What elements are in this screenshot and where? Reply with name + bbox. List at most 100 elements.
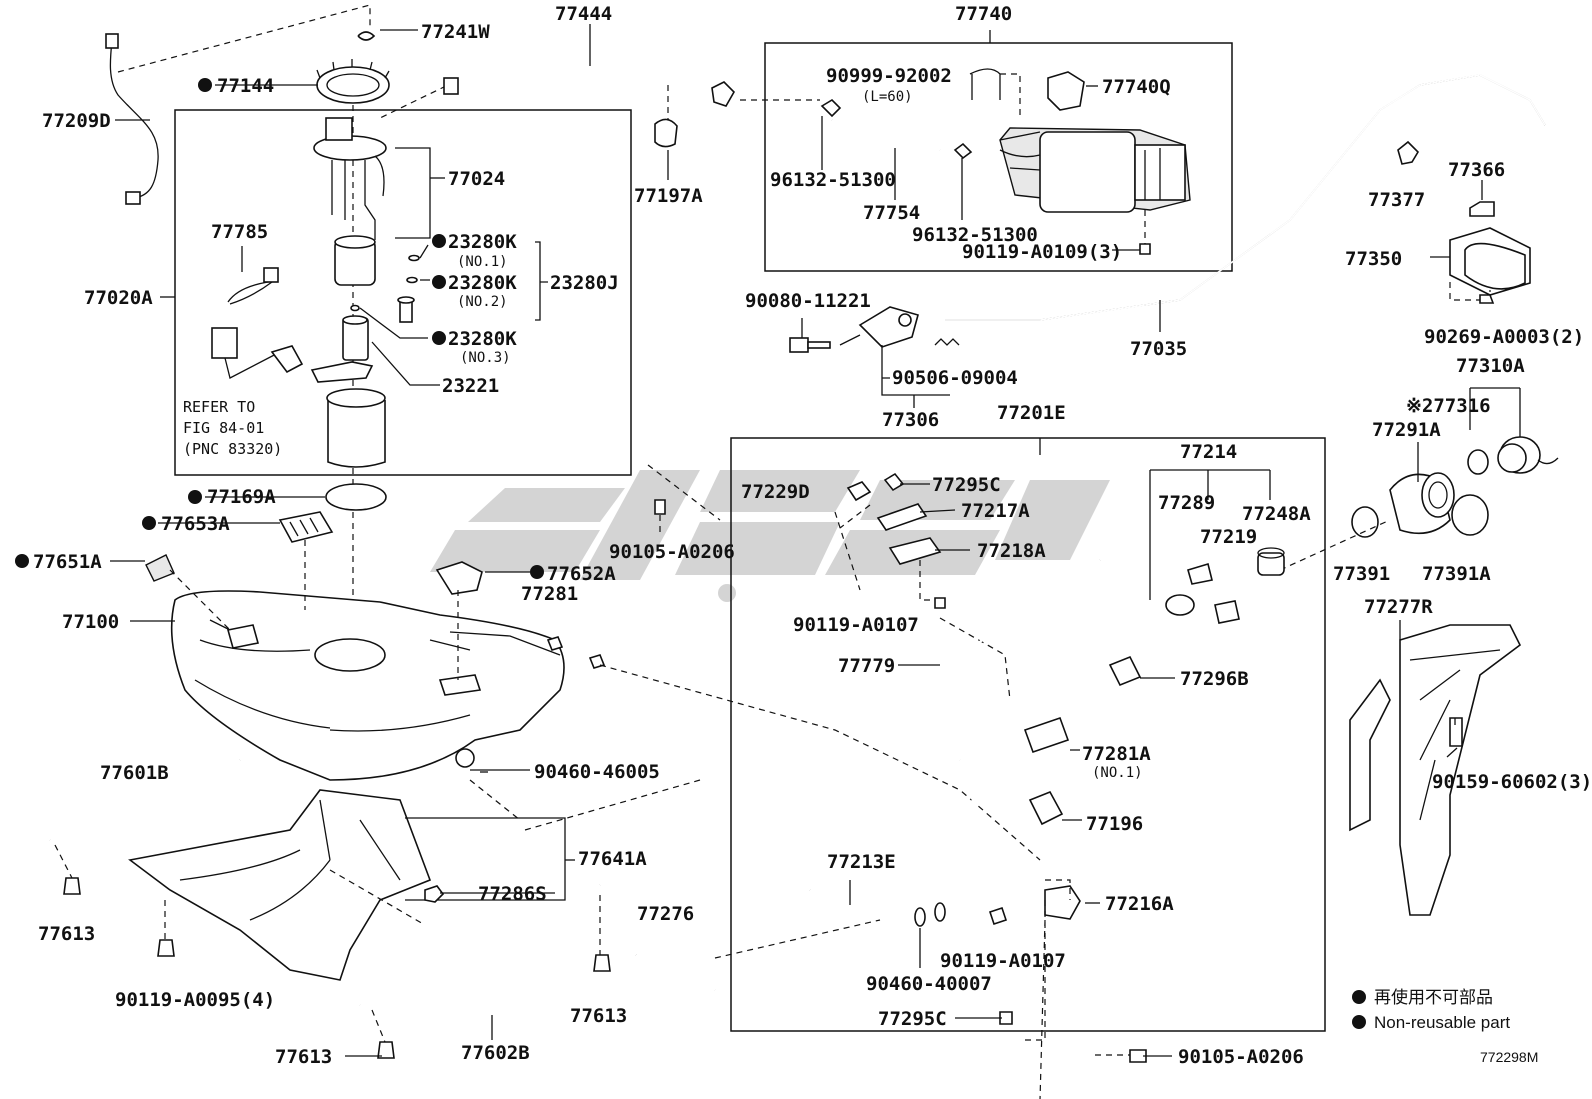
clip-77295cb [999,1011,1013,1025]
label-23280k-1: 23280K [448,231,517,253]
protector-77641a [128,789,432,981]
label-77289: 77289 [1158,492,1215,514]
label-23280k-2: 23280K [448,272,517,294]
label-77024: 77024 [448,168,505,190]
label-77281a: 77281A [1082,743,1151,765]
label-23280j: 23280J [550,272,619,294]
filler-pipe-assembly-box [730,437,1326,1032]
bracket-77217a [876,503,928,531]
clamp-77281a [1023,716,1070,754]
bolt-90119d [988,906,1008,926]
label-77201e: 77201E [997,402,1066,424]
wire-77281 [449,631,561,656]
label-77740: 77740 [955,3,1012,25]
label-90269: 90269-A0003(2) [1424,326,1584,348]
bolt-77613a [63,877,81,895]
label-77218a: 77218A [977,540,1046,562]
gasket-77169a [325,483,387,511]
label-90119b: 90119-A0107 [793,614,919,636]
label-90119a: 90119-A0109(3) [962,241,1122,263]
label-77785: 77785 [211,221,268,243]
label-77306: 77306 [882,409,939,431]
bolt-77613b [593,954,611,972]
valve-77740q [1047,71,1085,111]
label-90080: 90080-11221 [745,290,871,312]
label-77601b: 77601B [100,762,169,784]
label-77366: 77366 [1448,159,1505,181]
label-77281: 77281 [521,583,578,605]
cap-77310a [1497,436,1559,474]
bracket-77366 [1469,201,1495,217]
label-77444: 77444 [555,3,612,25]
label-77219: 77219 [1200,526,1257,548]
label-77196: 77196 [1086,813,1143,835]
leader-pump-hose [379,85,447,119]
housing-77277r [1349,624,1522,916]
clip-96132b [953,142,973,160]
screw-90269 [1479,294,1495,304]
clip-77196 [1028,790,1064,826]
label-77754: 77754 [863,202,920,224]
figure-id: 772298M [1480,1049,1538,1065]
label-77350: 77350 [1345,248,1402,270]
label-77653a: 77653A [161,513,230,535]
o-rings [350,254,420,312]
label-77217a: 77217A [961,500,1030,522]
label-77216a: 77216A [1105,893,1174,915]
hose-77444 [443,66,735,107]
fuel-tank-77100 [170,590,565,781]
pad-77652a [435,561,483,595]
ring-77391 [1351,506,1379,538]
bracket-23280j [535,241,548,321]
ring-77391a [1451,494,1489,536]
label-90999-92002: 90999-92002 [826,65,952,87]
pad-77651a [145,554,175,582]
bracket-77218a [888,537,942,565]
bolt-77613c [377,1041,395,1059]
label-77276: 77276 [637,903,694,925]
label-77779: 77779 [838,655,895,677]
label-77229d: 77229D [741,481,810,503]
clip-96132a [820,98,842,118]
canister-77740 [999,127,1191,213]
label-90119c: 90119-A0095(4) [115,989,275,1011]
label-77651a: 77651A [33,551,102,573]
label-77035: 77035 [1130,338,1187,360]
grommet-77248a [1257,547,1285,576]
label-77209d: 77209D [42,110,111,132]
clamp-90460b [914,907,926,927]
label-77391: 77391 [1333,563,1390,585]
label-77391a: 77391A [1422,563,1491,585]
watermark-logo [430,470,1110,602]
bolt-90119a [1139,243,1151,255]
leader-77241w [117,4,371,73]
label-90506: 90506-09004 [892,367,1018,389]
label-77214: 77214 [1180,441,1237,463]
pump-motor-23221 [342,315,369,361]
label-23280k-1-sub: (NO.1) [457,254,508,270]
clamp-77197a [654,118,678,148]
label-77169a: 77169A [207,486,276,508]
bolt-90159 [1449,717,1463,747]
bolt-90105a [654,499,666,515]
label-77100: 77100 [62,611,119,633]
pad-77653a [278,511,334,543]
label-77144: 77144 [217,75,274,97]
clip-77219 [1214,600,1240,624]
label-90105b: 90105-A0206 [1178,1046,1304,1068]
label-90105a: 90105-A0206 [609,541,735,563]
label-90159: 90159-60602(3) [1432,771,1592,793]
bolt-90105b [1129,1049,1147,1063]
label-77277r: 77277R [1364,596,1433,618]
label-77316: ※277316 [1406,395,1491,417]
label-90999-sub: (L=60) [862,89,913,105]
canister-assembly-box [764,42,1233,272]
refer-note-line2: FIG 84-01 [183,419,264,437]
label-77613b: 77613 [570,1005,627,1027]
clip-77289 [1187,562,1213,585]
bolt-90119b [934,597,946,609]
fuel-filter [334,235,376,286]
bracket-77024 [395,147,431,239]
